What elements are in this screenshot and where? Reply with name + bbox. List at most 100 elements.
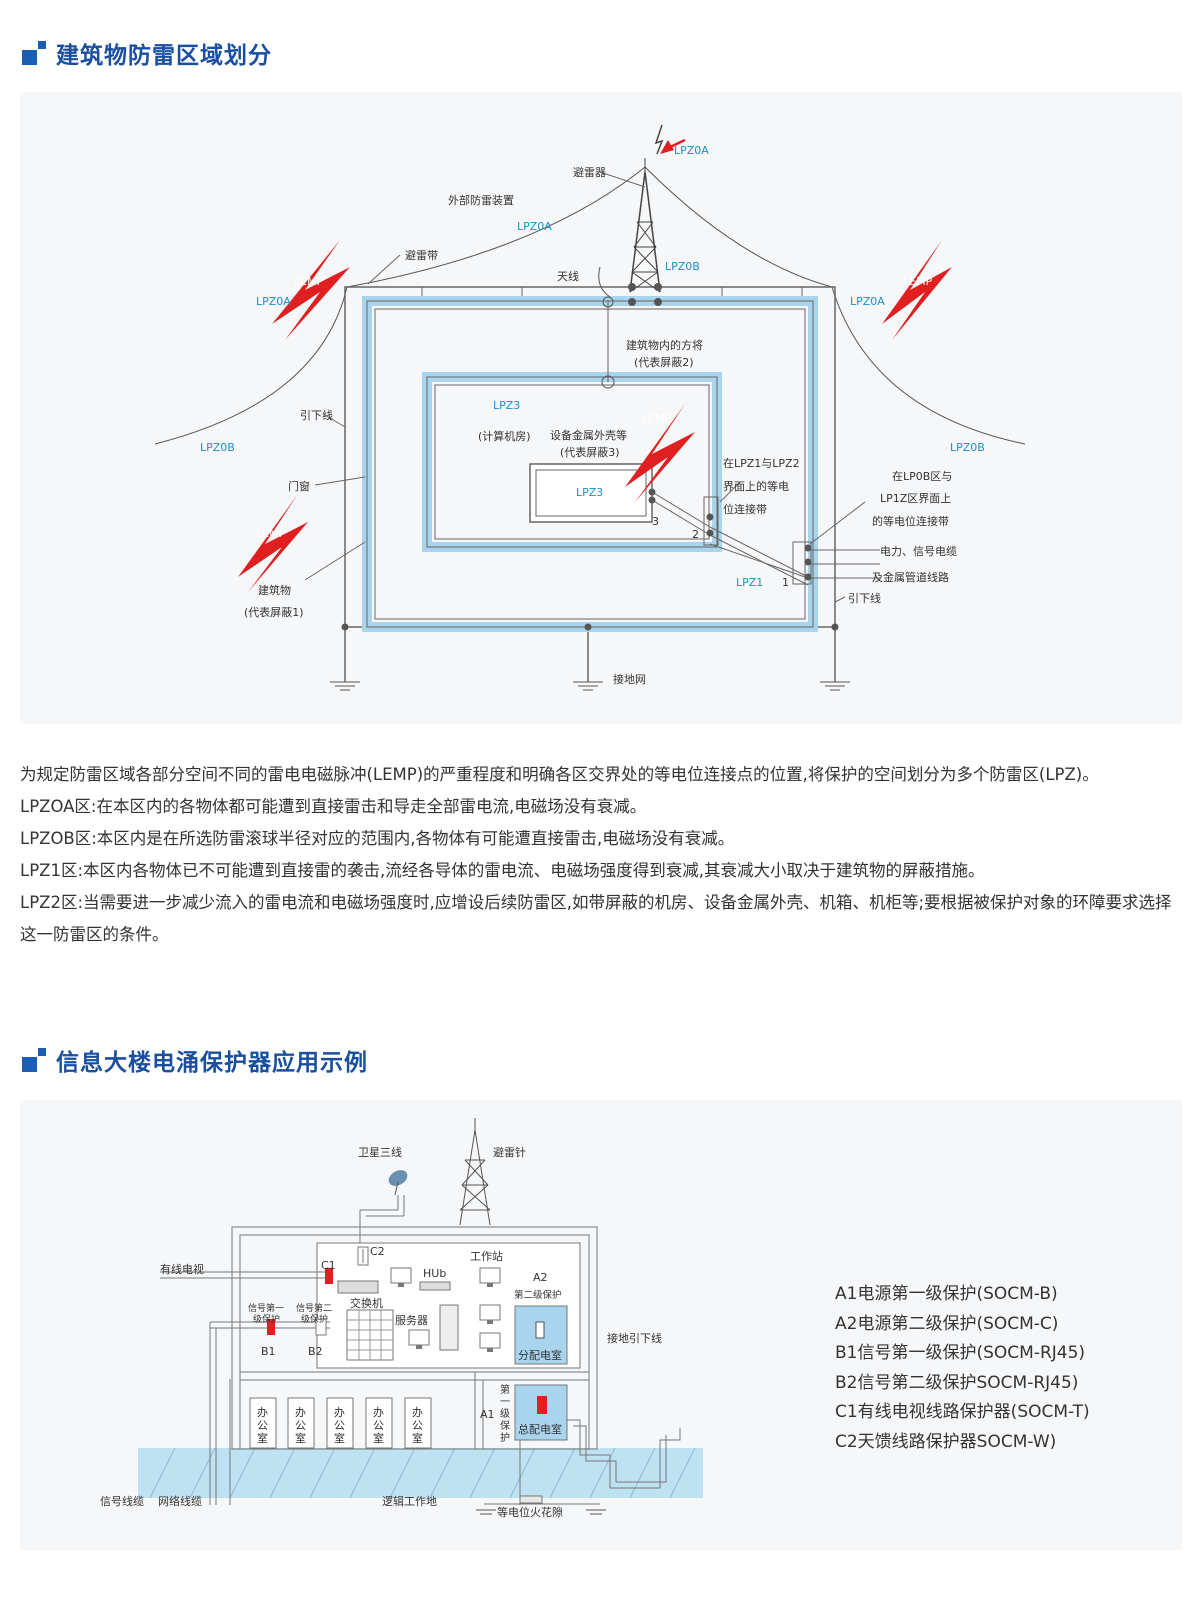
paragraph-lpz0b: LPZOB区:本区内是在所选防雷滚球半径对应的范围内,各物体有可能遭直接雷击,电… xyxy=(20,829,735,848)
label-down-conductor-right: 引下线 xyxy=(848,591,881,605)
label-a2-desc: 第二级保护 xyxy=(514,1289,562,1301)
label-cable-1: 电力、信号电缆 xyxy=(880,545,957,558)
legend-item: A1电源第一级保护(SOCM-B) xyxy=(835,1284,1058,1304)
svg-text:办: 办 xyxy=(295,1406,306,1419)
label-lpz12-2: 界面上的等电 xyxy=(723,479,789,493)
zone-lpz3-inner: LPZ3 xyxy=(576,486,603,499)
office-room xyxy=(287,1397,315,1449)
svg-text:公: 公 xyxy=(373,1419,384,1432)
label-signal-second-2: 级保护 xyxy=(301,1313,328,1325)
label-server: 服务器 xyxy=(395,1314,428,1327)
label-network-cable: 网络线缆 xyxy=(158,1494,202,1508)
label-door-window: 门窗 xyxy=(288,479,310,493)
office-room xyxy=(365,1397,393,1449)
label-switch: 交换机 xyxy=(350,1296,383,1310)
label-equipment-shell: 设备金属外壳等 xyxy=(550,428,627,442)
lemp-bolt-left-bottom xyxy=(238,494,308,592)
label-signal-first-1: 信号第一 xyxy=(248,1302,284,1314)
label-lp0b-3: 的等电位连接带 xyxy=(872,514,949,528)
zone-lpz3-room: LPZ3 xyxy=(493,399,520,412)
lightning-needle-tower-icon xyxy=(459,1118,491,1226)
label-spark-gap: 等电位火花隙 xyxy=(497,1505,563,1519)
computer-icon xyxy=(479,1332,501,1352)
lemp-bolt-right-top xyxy=(882,240,952,340)
computer-icon xyxy=(390,1267,412,1287)
svg-text:室: 室 xyxy=(373,1431,384,1445)
svg-text:公: 公 xyxy=(334,1419,345,1432)
lemp-bolt-center xyxy=(625,404,695,502)
label-lpz12-3: 位连接带 xyxy=(723,502,767,516)
label-shield3: (代表屏蔽3) xyxy=(560,445,620,459)
svg-text:室: 室 xyxy=(334,1431,345,1445)
label-b2: B2 xyxy=(308,1345,323,1358)
lemp-bolt-left-top xyxy=(272,240,350,340)
label-first-level-3: 级 xyxy=(500,1408,510,1420)
label-signal-second-1: 信号第二 xyxy=(296,1302,332,1314)
legend-item: B1信号第一级保护(SOCM-RJ45) xyxy=(835,1343,1086,1363)
surge-protection-svg: 卫星三线 避雷针 有线电视 C1 C2 HUb 工作站 A2 第二级保护 交换机… xyxy=(100,1118,703,1519)
paragraph-lpz2: LPZ2区:当需要进一步减少流入的雷电流和电磁场强度时,应增设后续防雷区,如带屏… xyxy=(20,893,1172,944)
svg-text:室: 室 xyxy=(295,1431,306,1445)
svg-text:室: 室 xyxy=(412,1431,423,1445)
office-room xyxy=(404,1397,432,1449)
label-lightning-needle: 避雷针 xyxy=(493,1145,526,1159)
zone-lpz0a-top: LPZ0A xyxy=(674,144,709,157)
lemp-label-right-top: LEMP xyxy=(903,275,933,288)
legend-item: B2信号第二级保护SOCM-RJ45) xyxy=(835,1372,1079,1393)
label-ground-net: 接地网 xyxy=(613,673,646,686)
section1-description: 为规定防雷区域各部分空间不同的雷电电磁脉冲(LEMP)的严重程度和明确各区交界处… xyxy=(20,759,1185,951)
svg-text:室: 室 xyxy=(257,1431,268,1445)
label-b1: B1 xyxy=(261,1345,276,1358)
label-first-level-1: 第 xyxy=(500,1383,510,1396)
section-marker-icon xyxy=(22,41,46,65)
server-icon xyxy=(408,1329,430,1349)
label-ground-down: 接地引下线 xyxy=(607,1331,662,1345)
lemp-label-left-bottom: LEMP xyxy=(256,527,286,540)
label-shield2: (代表屏蔽2) xyxy=(634,355,694,369)
lemp-label-left-top: LEMP xyxy=(294,275,324,288)
label-computer-room: (计算机房) xyxy=(478,429,531,443)
label-lp0b-2: LP1Z区界面上 xyxy=(880,492,951,505)
label-c1: C1 xyxy=(321,1259,336,1272)
label-num-2: 2 xyxy=(692,528,699,541)
label-building: 建筑物 xyxy=(258,583,291,597)
label-down-conductor-left: 引下线 xyxy=(300,408,333,422)
svg-text:办: 办 xyxy=(373,1406,384,1419)
label-main-room: 总配电室 xyxy=(518,1422,562,1436)
label-lightning-belt: 避雷带 xyxy=(405,248,438,262)
office-room xyxy=(249,1397,277,1449)
surge-protection-diagram: 卫星三线 避雷针 有线电视 C1 C2 HUb 工作站 A2 第二级保护 交换机… xyxy=(20,1100,1182,1550)
svg-text:公: 公 xyxy=(257,1419,268,1432)
label-logic-ground: 逻辑工作地 xyxy=(382,1494,437,1508)
label-signal-cable: 信号线缆 xyxy=(100,1494,144,1508)
surge-legend: A1电源第一级保护(SOCM-B) A2电源第二级保护(SOCM-C) B1信号… xyxy=(835,1280,1090,1457)
office-room xyxy=(326,1397,354,1449)
label-shield1: (代表屏蔽1) xyxy=(244,605,304,619)
svg-text:办: 办 xyxy=(334,1406,345,1419)
zone-lpz0b-right: LPZ0B xyxy=(950,441,985,454)
label-first-level-4: 保 xyxy=(500,1419,510,1432)
zone-lpz0a-left: LPZ0A xyxy=(256,295,291,308)
paragraph-lpz1: LPZ1区:本区内各物体已不可能遭到直接雷的袭击,流经各导体的雷电流、电磁场强度… xyxy=(20,861,985,880)
section1-title: 建筑物防雷区域划分 xyxy=(22,36,272,70)
legend-item: C1有线电视线路保护器(SOCM-T) xyxy=(835,1402,1090,1422)
label-sub-room: 分配电室 xyxy=(518,1348,562,1362)
label-a1: A1 xyxy=(480,1408,495,1421)
lightning-zone-diagram: LEMP LEMP LEMP LEMP LPZ0A LPZ0A LPZ0A LP… xyxy=(20,92,1182,724)
label-first-level-2: 一 xyxy=(500,1397,510,1408)
hub-icon xyxy=(419,1281,451,1291)
satellite-dish-icon xyxy=(388,1170,408,1196)
office-labels: 办公室 办公室 办公室 办公室 办公室 xyxy=(257,1406,423,1445)
label-num-1: 1 xyxy=(782,576,789,589)
label-antenna: 天线 xyxy=(557,269,579,283)
label-c2: C2 xyxy=(370,1245,385,1258)
zone-lpz1: LPZ1 xyxy=(736,576,763,589)
zone-lpz0a-right: LPZ0A xyxy=(850,295,885,308)
label-first-level-5: 护 xyxy=(500,1431,510,1444)
zone-lpz0b-left: LPZ0B xyxy=(200,441,235,454)
section-marker-icon xyxy=(22,1048,46,1072)
label-external-device: 外部防雷装置 xyxy=(448,193,514,207)
label-hub: HUb xyxy=(423,1267,446,1280)
svg-text:公: 公 xyxy=(295,1419,306,1432)
zone-lpz0a-mid: LPZ0A xyxy=(517,220,552,233)
